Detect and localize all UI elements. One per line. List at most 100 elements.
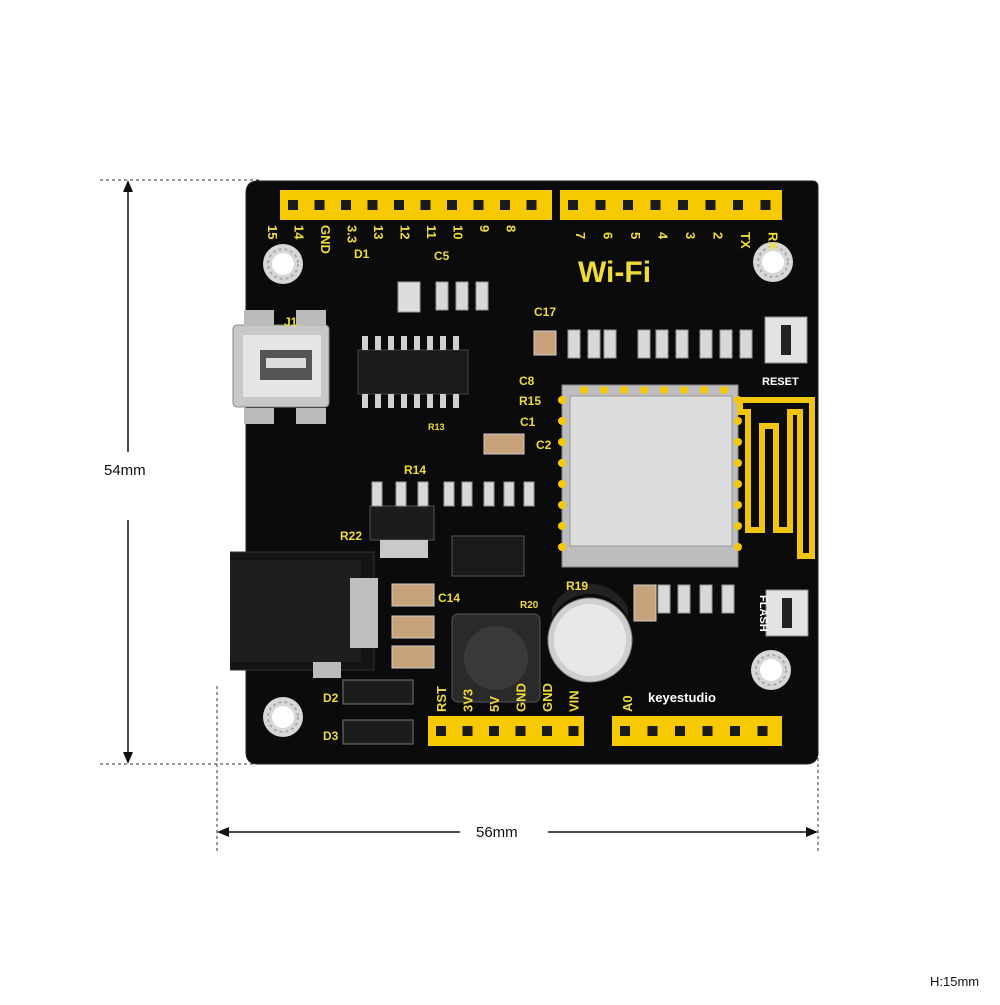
header-pin[interactable] xyxy=(757,726,768,736)
label-r20: R20 xyxy=(520,600,539,611)
electrolytic-capacitor xyxy=(547,583,633,683)
power-switch-ic xyxy=(451,535,525,577)
pin-label: 3V3 xyxy=(461,689,476,712)
pin-label: GND xyxy=(318,225,333,254)
pin-label: GND xyxy=(540,683,555,712)
pin-label: 5V xyxy=(487,696,502,712)
esp8266-module xyxy=(558,384,742,568)
label-r22: R22 xyxy=(340,529,362,543)
height-dimension-label: 54mm xyxy=(104,462,146,479)
header-pin[interactable] xyxy=(620,726,630,736)
pin-label: RST xyxy=(434,686,449,712)
header-pin[interactable] xyxy=(436,726,446,736)
label-c14: C14 xyxy=(438,591,460,605)
diode-d2 xyxy=(342,679,414,705)
header-pin[interactable] xyxy=(500,200,510,210)
header-pin[interactable] xyxy=(526,200,537,210)
label-d3: D3 xyxy=(323,729,339,743)
header-pin[interactable] xyxy=(595,200,606,210)
pin-label: 3.3 xyxy=(345,225,360,243)
pcb-antenna xyxy=(737,397,815,559)
header-pin[interactable] xyxy=(675,726,685,736)
label-d2: D2 xyxy=(323,691,339,705)
label-c2: C2 xyxy=(536,438,552,452)
pin-label: 5 xyxy=(628,232,643,239)
header-pin[interactable] xyxy=(702,726,713,736)
pin-label: A0 xyxy=(620,695,635,712)
label-j1: J1 xyxy=(284,315,298,329)
label-r19: R19 xyxy=(566,579,588,593)
header-pin[interactable] xyxy=(542,726,552,736)
smd-capacitors xyxy=(391,330,657,669)
usb-mini-connector[interactable] xyxy=(232,310,330,424)
header-pin[interactable] xyxy=(394,200,404,210)
voltage-regulator xyxy=(369,505,435,558)
header-pin[interactable] xyxy=(730,726,740,736)
power-inductor xyxy=(451,613,541,703)
depth-dimension-label: H:15mm xyxy=(930,974,980,989)
pin-label: 4 xyxy=(656,232,671,240)
pin-label: 13 xyxy=(371,225,386,239)
pin-label: 6 xyxy=(601,232,616,239)
mounting-hole-bottom-right xyxy=(751,650,791,690)
diode-d3 xyxy=(342,719,414,745)
mounting-hole-bottom-left xyxy=(263,697,303,737)
header-bottom-left[interactable] xyxy=(428,716,584,746)
flash-button[interactable] xyxy=(765,589,809,637)
pin-label: GND xyxy=(514,683,529,712)
pin-label: 3 xyxy=(683,232,698,239)
header-pin[interactable] xyxy=(341,200,351,210)
label-c1: C1 xyxy=(520,415,536,429)
dc-power-jack[interactable] xyxy=(213,551,378,678)
smd-resistors xyxy=(371,281,753,614)
pin-label: 15 xyxy=(265,225,280,239)
pin-label: 11 xyxy=(424,225,439,239)
pin-label: 14 xyxy=(292,225,307,240)
pin-label: 10 xyxy=(451,225,466,239)
header-pin[interactable] xyxy=(760,200,771,210)
header-pin[interactable] xyxy=(314,200,325,210)
crystal-oscillator xyxy=(397,281,421,313)
reset-button[interactable] xyxy=(764,316,808,364)
header-pin[interactable] xyxy=(678,200,688,210)
mounting-hole-top-left xyxy=(263,244,303,284)
header-pin[interactable] xyxy=(288,200,298,210)
pin-label: 8 xyxy=(504,225,519,232)
header-pin[interactable] xyxy=(623,200,633,210)
label-d1: D1 xyxy=(354,247,370,261)
label-r15: R15 xyxy=(519,394,541,408)
reset-label: RESET xyxy=(762,376,799,388)
pin-label: 2 xyxy=(711,232,726,239)
label-c8: C8 xyxy=(519,374,535,388)
header-pin[interactable] xyxy=(568,200,578,210)
pcb-board: Wi-Fi keyestudio RESET FLASH J1 C17 R15 … xyxy=(213,170,830,770)
brand-logo-text: keyestudio xyxy=(648,690,716,705)
label-r14: R14 xyxy=(404,463,426,477)
header-pin[interactable] xyxy=(568,726,579,736)
header-pin[interactable] xyxy=(647,726,658,736)
header-bottom-right[interactable] xyxy=(612,716,782,746)
header-pin[interactable] xyxy=(473,200,484,210)
label-r13: R13 xyxy=(428,422,445,432)
header-pin[interactable] xyxy=(515,726,526,736)
pin-label: RX xyxy=(766,232,781,250)
header-pin[interactable] xyxy=(489,726,499,736)
label-c5: C5 xyxy=(434,249,450,263)
header-top-left[interactable] xyxy=(280,190,552,220)
usb-serial-chip xyxy=(357,336,469,408)
header-pin[interactable] xyxy=(420,200,431,210)
silkscreen-labels: J1 C17 R15 C8 C1 C2 R14 R13 R22 R19 R20 … xyxy=(284,247,588,743)
header-pin[interactable] xyxy=(447,200,457,210)
header-top-right[interactable] xyxy=(560,190,782,220)
header-pin[interactable] xyxy=(367,200,378,210)
header-pin[interactable] xyxy=(650,200,661,210)
pin-label: 12 xyxy=(398,225,413,239)
flash-label: FLASH xyxy=(757,595,769,632)
pin-label: 7 xyxy=(573,232,588,239)
header-pin[interactable] xyxy=(462,726,473,736)
header-pin[interactable] xyxy=(733,200,743,210)
pin-label: TX xyxy=(738,232,753,249)
header-pin[interactable] xyxy=(705,200,716,210)
board-title: Wi-Fi xyxy=(578,256,651,289)
